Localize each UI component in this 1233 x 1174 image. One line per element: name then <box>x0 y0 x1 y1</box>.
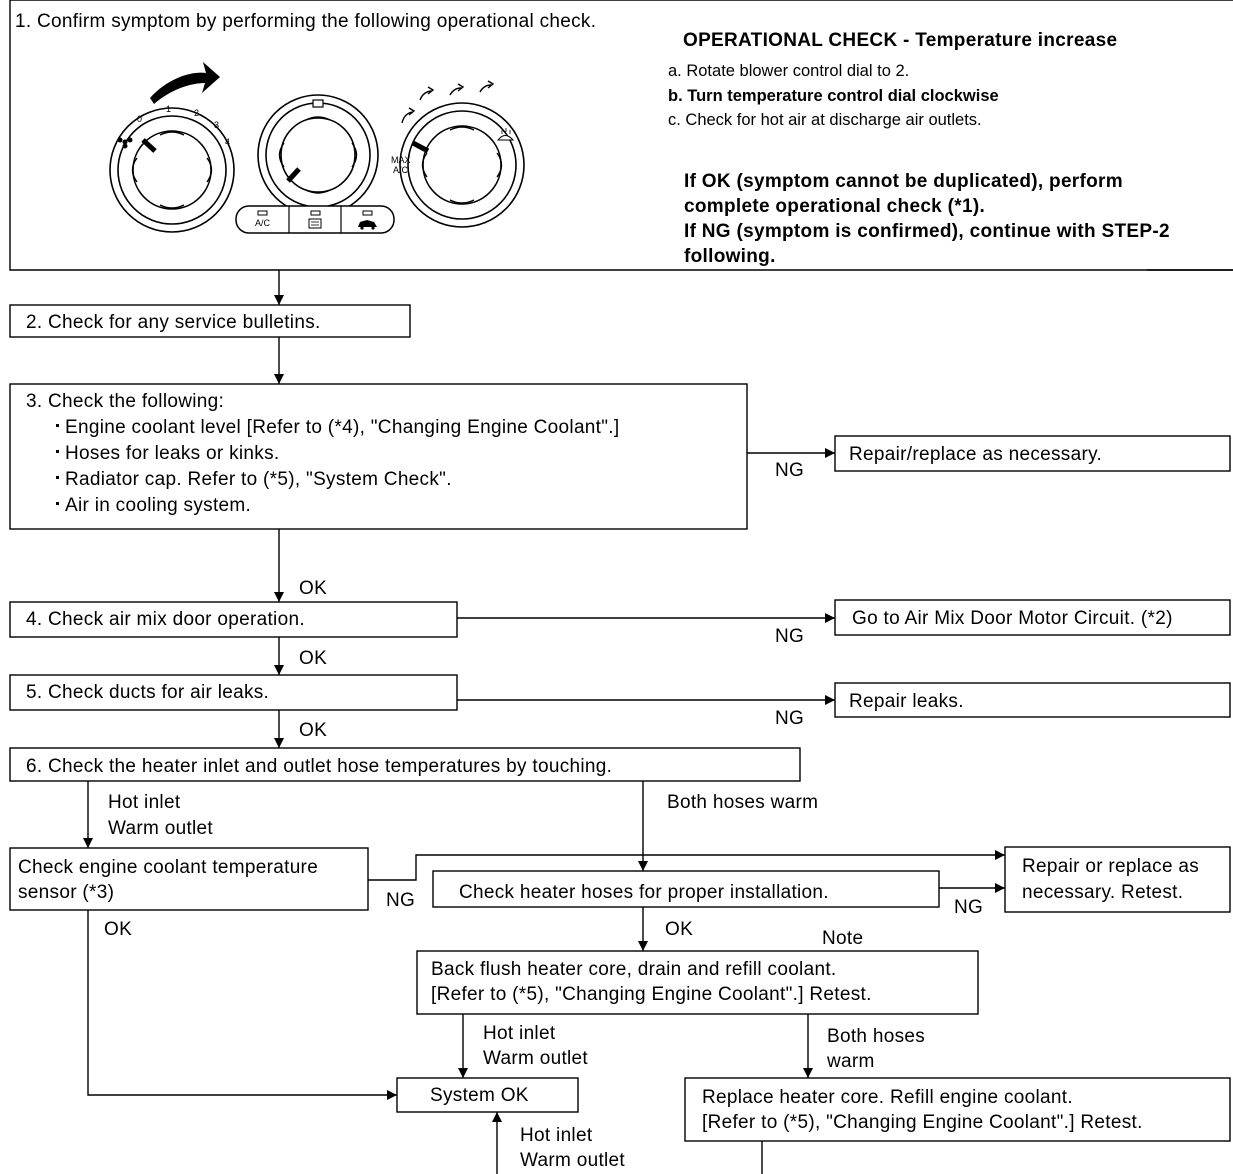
step-5-text: 5. Check ducts for air leaks. <box>26 682 269 703</box>
step-2-box <box>9 304 411 338</box>
repair-retest-line-1: Repair or replace as <box>1022 856 1199 877</box>
operational-check-step-b: b. Turn temperature control dial clockwi… <box>668 87 999 105</box>
flush-left-branch-line-2: Warm outlet <box>483 1048 588 1069</box>
step-1-frame <box>9 0 1233 271</box>
step-5-ng-label: NG <box>775 708 804 729</box>
arrow-sensor-ok-to-system-ok <box>87 910 397 1100</box>
blower-control-dial: 0 1 2 3 4 <box>109 104 235 233</box>
coolant-sensor-line-2: sensor (*3) <box>18 882 114 903</box>
repair-retest-line-2: necessary. Retest. <box>1022 882 1183 903</box>
step-5-box <box>9 674 458 711</box>
operational-check-step-c: c. Check for hot air at discharge air ou… <box>668 111 982 129</box>
back-flush-line-1: Back flush heater core, drain and refill… <box>431 959 836 980</box>
step-4-text: 4. Check air mix door operation. <box>26 609 305 630</box>
fan-tick-1: 1 <box>166 104 171 114</box>
replace-heater-core-line-1: Replace heater core. Refill engine coola… <box>702 1087 1073 1108</box>
step-3-ng-label: NG <box>775 460 804 481</box>
fan-tick-3: 3 <box>214 120 219 130</box>
step-6-right-branch-label: Both hoses warm <box>667 792 818 813</box>
operational-check-title: OPERATIONAL CHECK - Temperature increase <box>683 30 1117 51</box>
step-3-checklist: Engine coolant level [Refer to (*4), "Ch… <box>56 417 619 516</box>
hvac-control-panel-illustration: 0 1 2 3 4 <box>109 62 525 234</box>
flush-right-branch-line-1: Both hoses <box>827 1026 925 1047</box>
back-flush-box <box>416 950 979 1015</box>
step-5-ng-result-box <box>834 682 1231 718</box>
rear-defrost-icon <box>308 218 322 229</box>
fan-tick-0: 0 <box>137 114 142 124</box>
step-6-left-branch-line-1: Hot inlet <box>108 792 181 813</box>
step-4-ok-label: OK <box>299 648 327 669</box>
foot-mode-icon <box>449 83 465 96</box>
max-ac-label: A/C <box>393 165 409 175</box>
flush-left-branch-line-1: Hot inlet <box>483 1023 556 1044</box>
back-flush-line-2: [Refer to (*5), "Changing Engine Coolant… <box>431 984 872 1005</box>
fan-tick-2: 2 <box>194 108 199 118</box>
step-3-item: Radiator cap. Refer to (*5), "System Che… <box>65 469 452 490</box>
result-line-1: If OK (symptom cannot be duplicated), pe… <box>684 171 1123 192</box>
replace-heater-core-box <box>684 1077 1231 1142</box>
step-4-ng-result-box <box>834 599 1231 636</box>
result-line-4: following. <box>684 246 776 267</box>
step-4-ng-result-text: Go to Air Mix Door Motor Circuit. (*2) <box>852 608 1173 629</box>
system-ok-box <box>396 1077 579 1113</box>
coolant-sensor-ok-label: OK <box>104 919 132 940</box>
heater-hoses-ng-label: NG <box>954 897 983 918</box>
foot-defrost-mode-icon <box>479 80 495 93</box>
system-ok-text: System OK <box>430 1085 529 1106</box>
arrow-sensor-ng <box>368 850 1005 881</box>
replace-branch-line-1: Hot inlet <box>520 1125 593 1146</box>
step-6-left-branch-line-2: Warm outlet <box>108 818 213 839</box>
step-4-box <box>9 601 458 638</box>
step-3-ng-result-text: Repair/replace as necessary. <box>849 444 1102 465</box>
step-3-ng-result-box <box>834 435 1231 472</box>
step-5-ng-result-text: Repair leaks. <box>849 691 964 712</box>
step-3-item: Hoses for leaks or kinks. <box>65 443 279 464</box>
step-6-box <box>9 747 801 782</box>
fan-icon <box>117 137 133 149</box>
heater-hoses-check-box <box>432 870 940 908</box>
flush-right-branch-line-2: warm <box>826 1051 875 1072</box>
step-6-text: 6. Check the heater inlet and outlet hos… <box>26 756 612 777</box>
result-line-2: complete operational check (*1). <box>684 196 985 217</box>
step-4-ng-label: NG <box>775 626 804 647</box>
heater-hoses-ok-label: OK <box>665 919 693 940</box>
operational-check-step-a: a. Rotate blower control dial to 2. <box>668 62 909 80</box>
max-label: MAX <box>391 155 411 165</box>
mode-control-dial: MAX A/C <box>391 80 525 228</box>
note-label: Note <box>822 928 863 949</box>
step-3-item: Air in cooling system. <box>65 495 251 516</box>
fan-tick-4: 4 <box>225 137 230 147</box>
button-strip: A/C <box>235 205 395 234</box>
coolant-sensor-line-1: Check engine coolant temperature <box>18 857 318 878</box>
repair-retest-box <box>1004 846 1231 913</box>
step-3-ok-label: OK <box>299 578 327 599</box>
result-line-3: If NG (symptom is confirmed), continue w… <box>684 221 1170 242</box>
replace-heater-core-line-2: [Refer to (*5), "Changing Engine Coolant… <box>702 1112 1143 1133</box>
step-1-text: 1. Confirm symptom by performing the fol… <box>15 11 596 32</box>
heater-hoses-check-text: Check heater hoses for proper installati… <box>459 882 829 903</box>
vent-mode-icon <box>401 107 416 124</box>
replace-branch-line-2: Warm outlet <box>520 1150 625 1171</box>
step-5-ok-label: OK <box>299 720 327 741</box>
step-3-item: Engine coolant level [Refer to (*4), "Ch… <box>65 417 619 438</box>
coolant-sensor-check-box <box>9 847 369 911</box>
coolant-sensor-ng-label: NG <box>386 890 415 911</box>
rotate-clockwise-arrow-icon <box>150 62 220 104</box>
step-3-title: 3. Check the following: <box>26 391 224 412</box>
bi-level-mode-icon <box>419 86 435 101</box>
recirculation-car-icon <box>358 220 377 230</box>
ac-button-label: A/C <box>255 218 271 228</box>
temperature-control-dial <box>257 94 379 216</box>
defrost-mode-icon <box>496 128 515 141</box>
step-2-text: 2. Check for any service bulletins. <box>26 312 321 333</box>
step-3-box <box>9 383 748 530</box>
